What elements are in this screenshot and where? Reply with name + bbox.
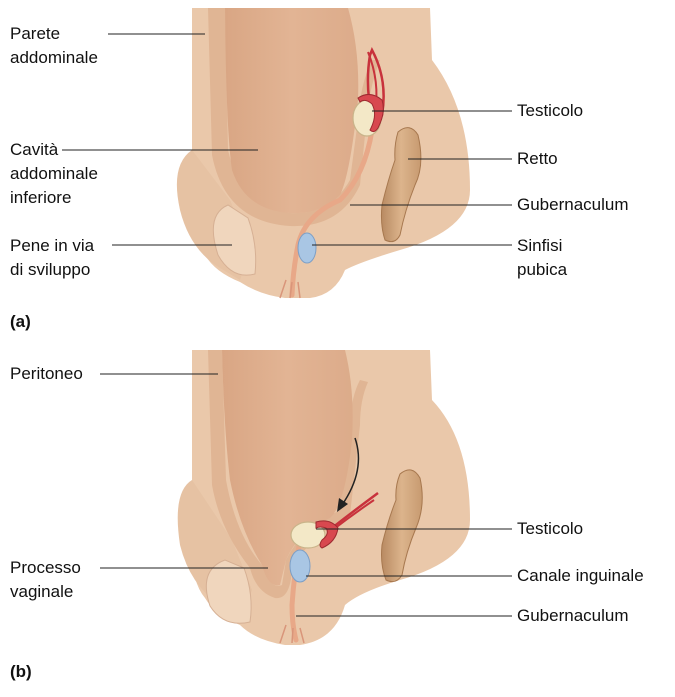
rectum [380, 127, 422, 243]
label-testicolo-a: Testicolo [517, 101, 584, 120]
panel-letter-b: (b) [10, 662, 32, 681]
leader-lines-a [62, 33, 512, 246]
abdominal-wall-band [208, 8, 380, 227]
label-canale-inguinale: Canale inguinale [517, 566, 644, 585]
arrow-head [337, 498, 348, 512]
epididymis-b [315, 520, 339, 549]
abdominal-cavity-b [222, 350, 353, 586]
rectum-b [381, 469, 423, 583]
leader-lines-b [100, 373, 512, 617]
label-testicolo-b: Testicolo [517, 519, 584, 538]
pubic-symphysis-a [297, 232, 317, 264]
label-cavita-addominale: Cavità addominale inferiore [10, 140, 98, 207]
label-retto: Retto [517, 149, 558, 168]
developing-penis [212, 204, 257, 276]
label-gubernaculum-b: Gubernaculum [517, 606, 629, 625]
label-parete-addominale: Parete addominale [10, 24, 98, 67]
panel-a-illustration [176, 8, 470, 299]
panel-b-illustration [177, 350, 470, 645]
label-sinfisi-pubica: Sinfisi pubica [517, 236, 568, 279]
inguinal-canal-bone [289, 549, 311, 583]
abdominal-cavity [225, 8, 359, 214]
label-peritoneo: Peritoneo [10, 364, 83, 383]
panel-letter-a: (a) [10, 312, 31, 331]
developing-penis-b [205, 559, 252, 624]
label-pene-sviluppo: Pene in via di sviluppo [10, 236, 95, 279]
gubernaculum-strand [289, 127, 375, 298]
label-processo-vaginale: Processo vaginale [10, 558, 81, 601]
label-gubernaculum-a: Gubernaculum [517, 195, 629, 214]
descent-arrow [341, 437, 360, 506]
epididymis-a [357, 94, 384, 133]
